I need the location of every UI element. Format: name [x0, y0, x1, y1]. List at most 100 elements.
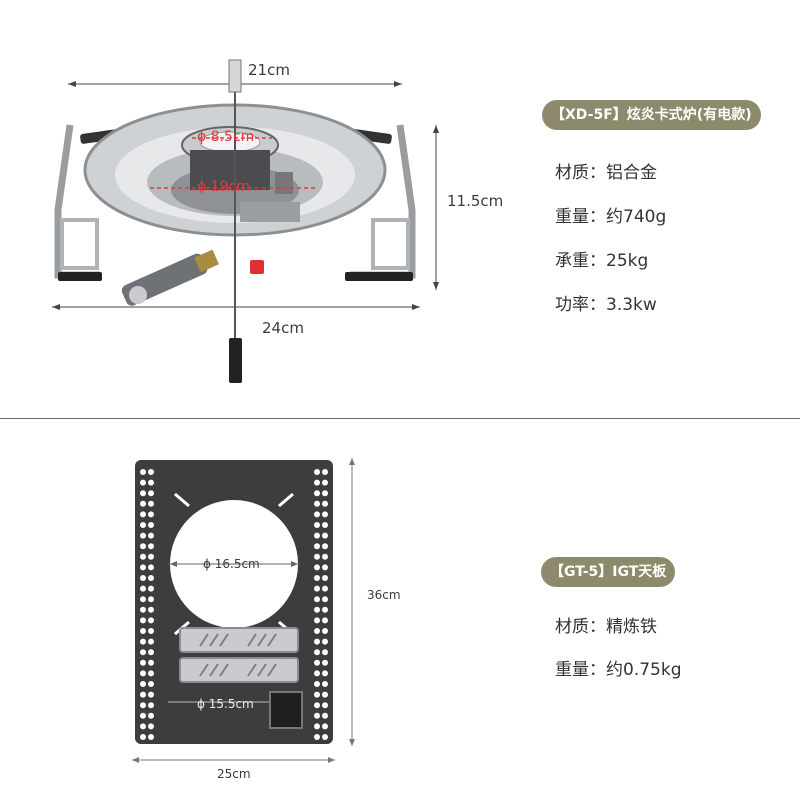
vent-hole — [322, 596, 328, 603]
plate-height-label: 36cm — [367, 588, 401, 602]
vent-hole — [322, 638, 328, 645]
small-hole-label: ϕ 15.5cm — [197, 697, 254, 711]
vent-hole — [140, 575, 146, 581]
vent-hole — [148, 479, 154, 486]
spec-value: 25kg — [606, 251, 649, 271]
vent-hole — [314, 681, 320, 687]
vent-hole — [314, 543, 320, 550]
vent-hole — [314, 532, 320, 539]
spec-value: 精炼铁 — [606, 617, 657, 637]
vent-hole — [148, 649, 154, 656]
vent-hole — [314, 702, 320, 709]
vent-hole — [322, 490, 328, 497]
vent-hole — [322, 532, 328, 539]
vent-hole — [314, 500, 320, 507]
vent-hole — [322, 543, 328, 550]
foot-right — [345, 272, 413, 281]
spec-value: 约0.75kg — [606, 660, 682, 680]
vent-hole — [140, 500, 146, 507]
vent-hole — [140, 670, 146, 677]
vent-hole — [140, 479, 146, 486]
foot-left — [58, 272, 102, 281]
vent-hole — [140, 606, 146, 613]
spec-value: 3.3kw — [606, 295, 657, 315]
vent-hole — [314, 490, 320, 497]
vent-hole — [322, 564, 328, 571]
corner-bracket — [269, 691, 303, 729]
vent-hole — [148, 712, 154, 719]
vent-hole — [148, 691, 154, 698]
vent-hole — [140, 691, 146, 698]
inner-diameter-label: ϕ 8.5cm — [197, 129, 255, 145]
vent-hole — [314, 638, 320, 645]
vent-hole — [140, 702, 146, 709]
vent-hole — [322, 681, 328, 687]
vent-hole — [148, 681, 154, 687]
vent-hole — [140, 628, 146, 634]
vent-hole — [322, 723, 328, 730]
vent-hole — [148, 522, 154, 528]
vent-hole — [148, 511, 154, 518]
vent-hole — [140, 649, 146, 656]
vent-hole — [140, 712, 146, 719]
vent-hole — [314, 734, 320, 740]
plate-spec-material: 材质：精炼铁 — [555, 612, 657, 637]
vent-hole — [140, 553, 146, 560]
vent-hole — [140, 564, 146, 571]
vent-hole — [140, 511, 146, 518]
vent-hole — [140, 596, 146, 603]
vent-hole — [140, 681, 146, 687]
spec-value: 铝合金 — [606, 163, 657, 183]
vent-hole — [322, 659, 328, 666]
probe-handle — [229, 338, 242, 383]
vent-hole — [322, 691, 328, 698]
vent-hole — [148, 670, 154, 677]
vent-hole — [140, 585, 146, 592]
vent-hole — [140, 543, 146, 550]
vent-hole — [314, 649, 320, 656]
plate-width-label: 25cm — [217, 767, 251, 781]
vent-hole — [314, 670, 320, 677]
vent-hole — [140, 617, 146, 624]
vent-hole — [148, 532, 154, 539]
vent-hole — [322, 479, 328, 486]
vent-hole — [140, 532, 146, 539]
vent-hole — [148, 734, 154, 740]
vent-hole — [148, 469, 154, 475]
vent-hole — [140, 734, 146, 740]
vent-hole — [314, 617, 320, 624]
stove-illustration — [52, 59, 439, 383]
vent-hole — [322, 575, 328, 581]
vent-hole — [322, 522, 328, 528]
vent-hole — [322, 734, 328, 740]
vent-hole — [322, 511, 328, 518]
plate-model-badge: 【GT-5】IGT天板 — [541, 557, 676, 587]
vent-hole — [314, 712, 320, 719]
outer-diameter-label: ϕ 19cm — [197, 179, 250, 195]
vent-hole — [322, 628, 328, 634]
stove-spec-material: 材质：铝合金 — [555, 158, 657, 183]
plate-illustration — [132, 458, 355, 763]
vent-hole — [148, 617, 154, 624]
vent-hole — [322, 649, 328, 656]
vent-hole — [148, 723, 154, 730]
vent-hole — [314, 723, 320, 730]
spec-label: 材质： — [555, 617, 606, 637]
vent-hole — [314, 659, 320, 666]
vent-hole — [148, 659, 154, 666]
vent-hole — [314, 585, 320, 592]
vent-hole — [314, 596, 320, 603]
vent-hole — [322, 606, 328, 613]
spec-label: 功率： — [555, 295, 606, 315]
vent-hole — [148, 543, 154, 550]
vent-hole — [148, 606, 154, 613]
vent-hole — [322, 585, 328, 592]
vent-hole — [148, 500, 154, 507]
height-label: 11.5cm — [447, 192, 504, 210]
stove-model-badge: 【XD-5F】炫炎卡式炉(有电款) — [542, 100, 761, 130]
vent-hole — [322, 712, 328, 719]
section-divider — [0, 418, 800, 419]
vent-hole — [314, 553, 320, 560]
vent-hole — [140, 469, 146, 475]
spec-label: 材质： — [555, 163, 606, 183]
